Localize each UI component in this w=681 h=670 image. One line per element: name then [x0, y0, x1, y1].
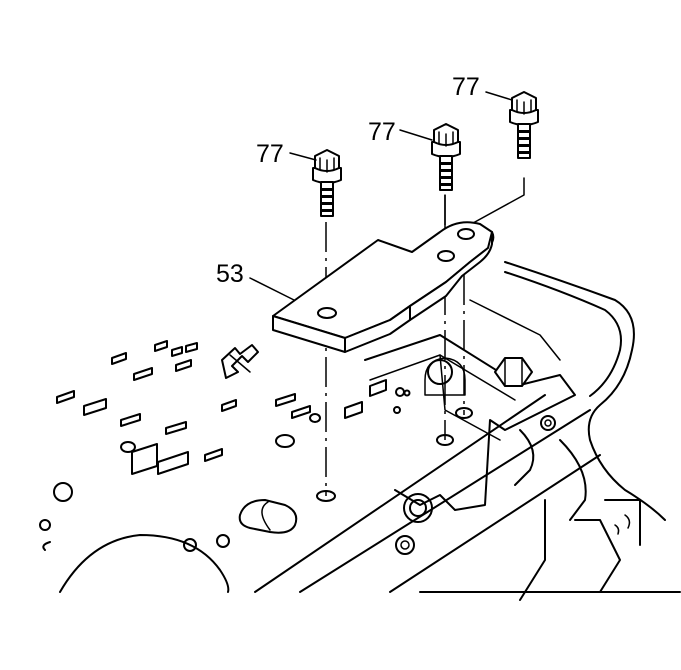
callout-bolt-middle: 77: [368, 118, 396, 146]
bracket-hole-left: [317, 307, 337, 319]
bolt-right: [509, 91, 539, 159]
body-bolt-hole-right: [455, 407, 473, 419]
bracket-hole-right: [457, 228, 475, 240]
bolt-middle: [431, 123, 461, 191]
callout-bolt-right: 77: [452, 73, 480, 101]
valve-body-housing: [254, 261, 681, 601]
bracket: [272, 221, 495, 353]
separator-plate-ports: [39, 340, 411, 593]
callout-bolt-left: 77: [256, 140, 284, 168]
callout-bracket: 53: [216, 260, 244, 288]
callout-leaders: [249, 91, 513, 301]
body-bolt-hole-left: [316, 490, 336, 502]
bolt-left: [312, 149, 342, 217]
body-bolt-hole-middle: [436, 434, 454, 446]
bracket-hole-middle: [437, 250, 455, 262]
